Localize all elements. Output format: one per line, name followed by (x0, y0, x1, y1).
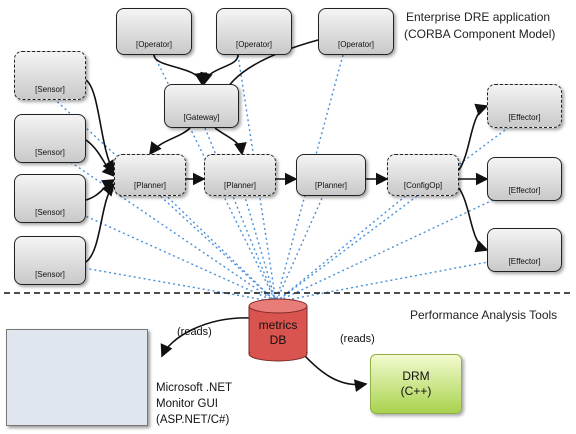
planner-node: [Planner] (114, 154, 186, 196)
metrics-db-cylinder (248, 298, 308, 362)
drm-box: DRM (C++) (370, 354, 462, 414)
node-label: [Planner] (314, 181, 348, 190)
effector-node: [Effector] (487, 157, 562, 201)
node-label: [Planner] (223, 181, 257, 190)
db-label-line1: metrics (258, 318, 298, 332)
monitor-label-line2: Monitor GUI (156, 398, 218, 410)
effector-node: [Effector] (487, 228, 562, 272)
reads-label-right: (reads) (340, 333, 375, 345)
monitor-label-line1: Microsoft .NET (156, 382, 233, 394)
operator-node: [Operator] (216, 8, 292, 55)
node-label: [Sensor] (35, 85, 65, 94)
metric-links (49, 54, 526, 303)
node-label: [Gateway] (183, 113, 220, 122)
sensor-node: [Sensor] (14, 174, 86, 223)
operator-node: [Operator] (116, 8, 192, 55)
sensor-node: [Sensor] (14, 51, 86, 100)
node-label: [Sensor] (35, 148, 65, 157)
planner-node: [Planner] (204, 154, 276, 196)
monitor-gui-frame (6, 329, 148, 426)
drm-label-line2: (C++) (400, 384, 432, 398)
node-label: [Operator] (337, 40, 374, 49)
flow-arrows (85, 39, 489, 393)
metrics-db-label: metrics DB (249, 318, 307, 348)
node-label: [Sensor] (35, 208, 65, 217)
app-subtitle: (CORBA Component Model) (404, 27, 556, 41)
sensor-node: [Sensor] (14, 114, 86, 163)
tools-label: Performance Analysis Tools (410, 308, 558, 322)
app-title: Enterprise DRE application (406, 10, 551, 24)
node-label: [Effector] (508, 113, 541, 122)
drm-label-line1: DRM (402, 369, 430, 383)
node-label: [Sensor] (35, 270, 65, 279)
operator-node: [Operator] (318, 8, 394, 55)
node-label: [Operator] (135, 40, 172, 49)
monitor-label-line3: (ASP.NET/C#) (156, 414, 230, 426)
sensor-node: [Sensor] (14, 236, 86, 285)
planner-node: [Planner] (296, 154, 366, 196)
configop-node: [ConfigOp] (387, 154, 459, 196)
gateway-node: [Gateway] (164, 84, 239, 128)
node-label: [Planner] (133, 181, 167, 190)
node-label: [Effector] (508, 257, 541, 266)
node-label: [Effector] (508, 186, 541, 195)
node-label: [Operator] (235, 40, 272, 49)
node-label: [ConfigOp] (403, 181, 443, 190)
reads-label-left: (reads) (177, 326, 212, 338)
effector-node: [Effector] (487, 84, 562, 128)
db-label-line2: DB (269, 333, 287, 347)
